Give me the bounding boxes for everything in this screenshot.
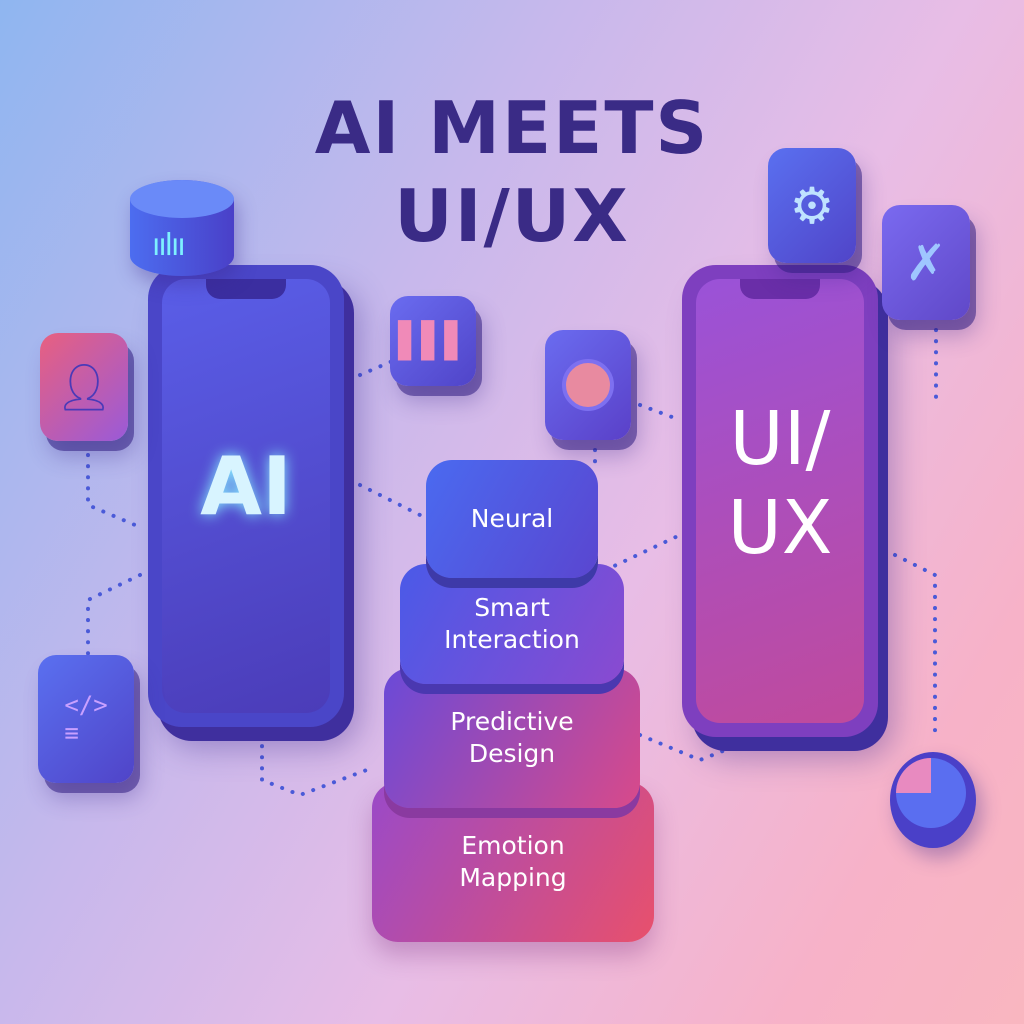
layer-line: Predictive	[450, 706, 574, 736]
title-line-2: UI/UX	[394, 174, 630, 258]
layer-line: Interaction	[444, 625, 580, 654]
ai-phone: AI	[148, 265, 344, 727]
pie-chart-icon	[890, 752, 976, 848]
uiux-line-2: UX	[727, 484, 833, 571]
gear-icon: ⚙	[768, 148, 856, 263]
user-icon: 👤︎	[40, 333, 128, 441]
bar-chart-icon: ▌▌▌	[390, 296, 476, 386]
layer-line: Mapping	[459, 863, 567, 892]
layer-line: Neural	[470, 503, 554, 533]
profile-icon	[545, 330, 631, 440]
layer-line: Smart	[474, 592, 550, 622]
tool-icon: ✗	[882, 205, 970, 320]
layer-line: Design	[468, 739, 556, 768]
stack-layer-neural: Neural	[426, 460, 598, 578]
code-icon: </>≡	[38, 655, 134, 783]
database-waveform-icon: ıılıı	[130, 180, 234, 276]
uiux-line-1: UI/	[729, 396, 831, 482]
uiux-phone: UI/ UX	[682, 265, 878, 737]
ai-phone-label: AI	[200, 440, 292, 533]
title-line-1: AI MEETS	[314, 86, 710, 170]
layer-line: Emotion	[461, 830, 565, 860]
